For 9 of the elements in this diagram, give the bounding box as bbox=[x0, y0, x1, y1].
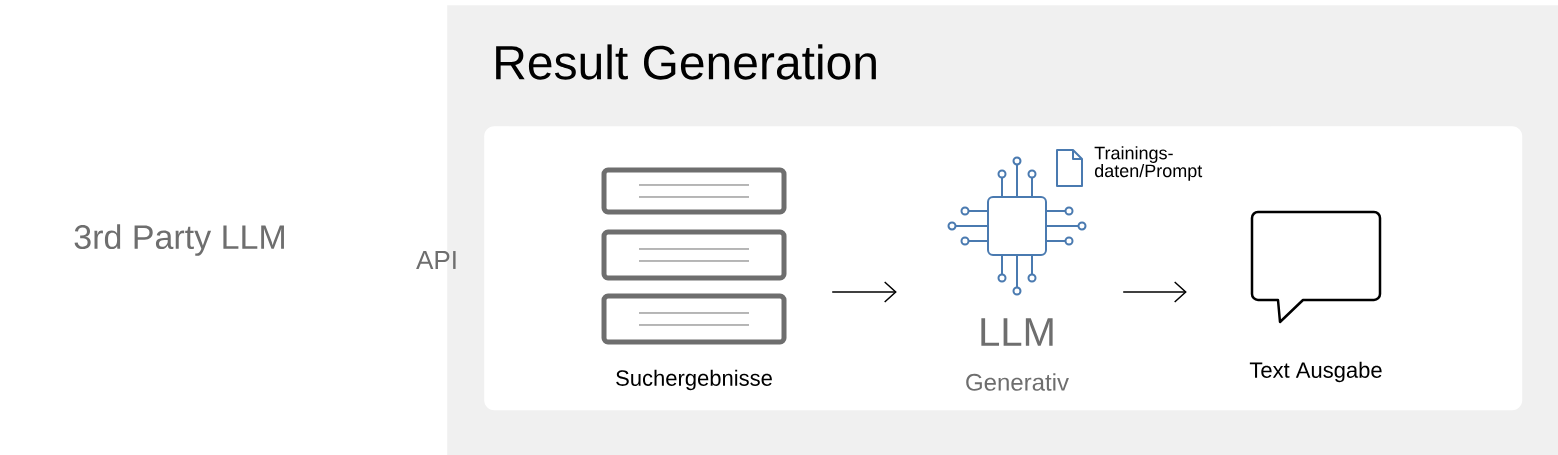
content-card bbox=[484, 126, 1523, 411]
subtitle: Generativ bbox=[966, 373, 1069, 391]
node-label: Text Ausgabe bbox=[1249, 361, 1382, 383]
arrow bbox=[1122, 281, 1187, 303]
arrow bbox=[831, 281, 897, 303]
label: 3rd Party LLM bbox=[74, 224, 284, 256]
title: LLM bbox=[981, 318, 1053, 346]
node-label: Suchergebnisse bbox=[616, 369, 772, 391]
note: Trainings- daten/Prompt bbox=[1094, 146, 1203, 181]
